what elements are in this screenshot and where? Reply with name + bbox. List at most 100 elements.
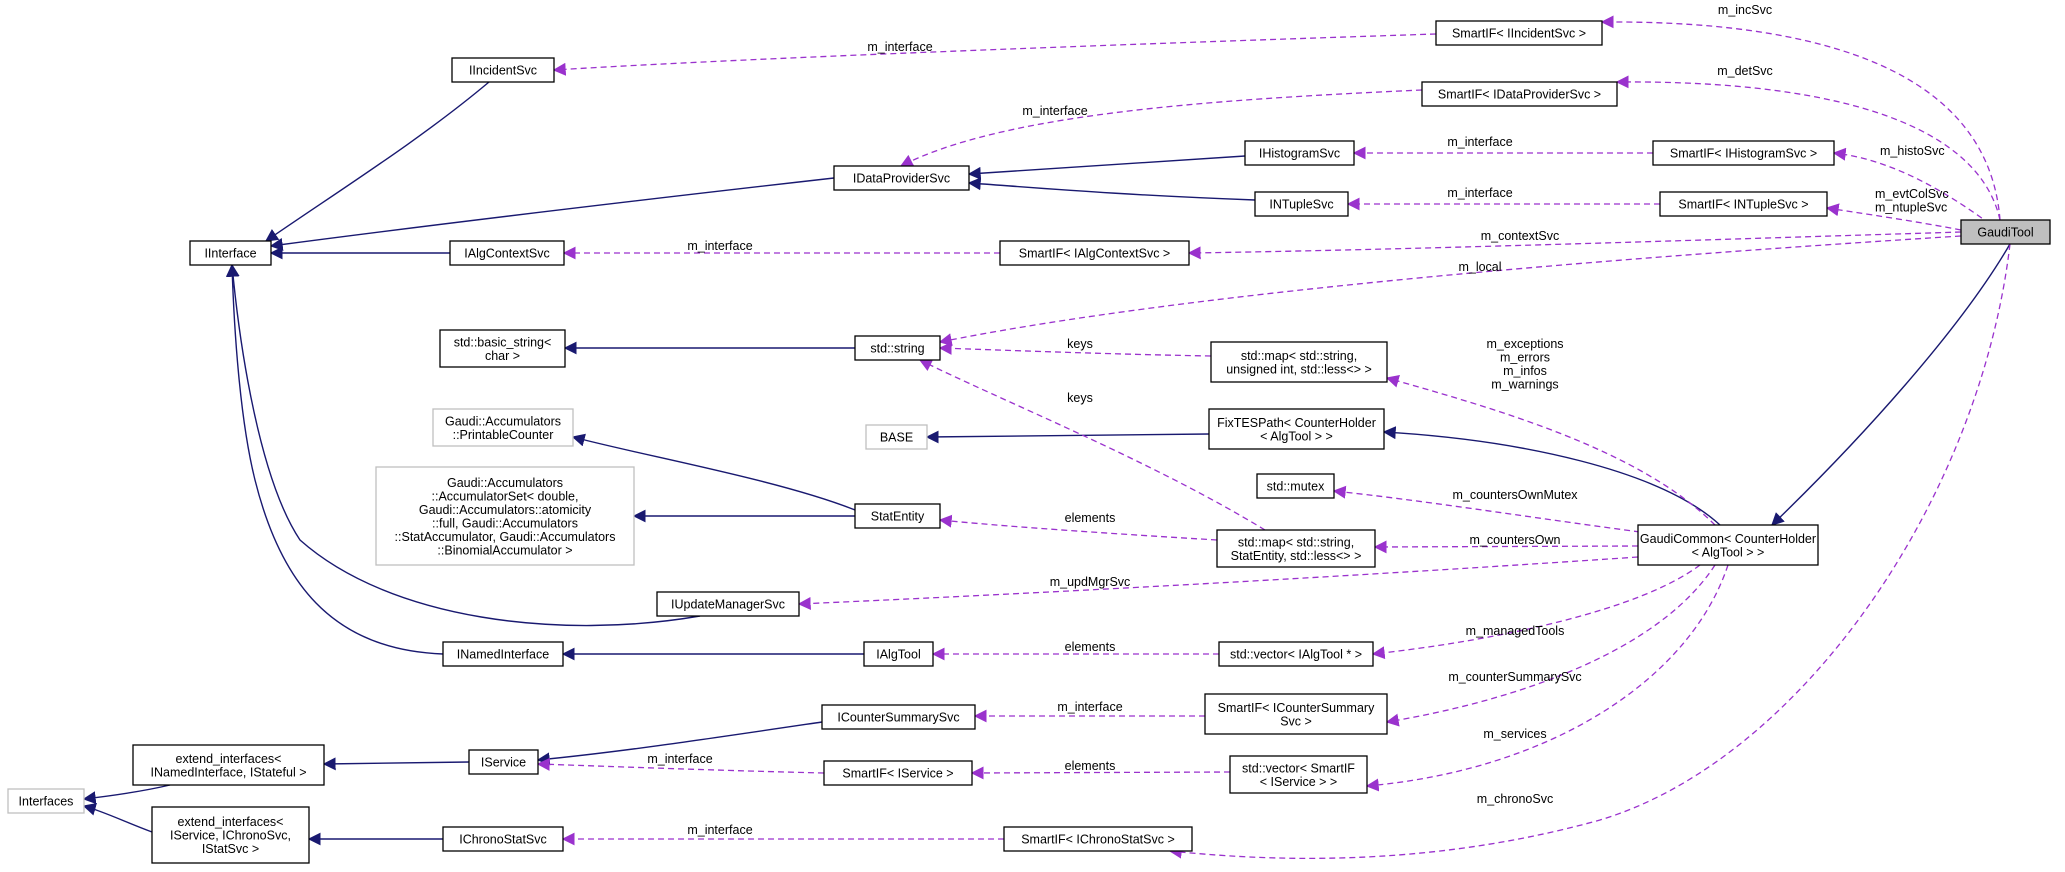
class-node-label-line: std::map< std::string, [1241, 349, 1357, 363]
class-node-label: IDataProviderSvc [853, 172, 950, 186]
class-node-label: Gaudi::Accumulators::PrintableCounter [445, 414, 561, 442]
class-node-ialgcontextsvc[interactable]: IAlgContextSvc [449, 240, 565, 266]
class-node-intuplesvc[interactable]: INTupleSvc [1254, 191, 1349, 217]
class-node-basic-string[interactable]: std::basic_string<char > [439, 329, 566, 368]
class-node-std-string[interactable]: std::string [854, 335, 941, 361]
usage-edge-gauditool-to-smartif-intuplesvc [1825, 203, 1962, 231]
class-node-statentity[interactable]: StatEntity [854, 503, 941, 529]
class-node-box [1256, 473, 1335, 499]
class-node-label-line: GaudiTool [1977, 226, 2033, 240]
class-node-box [821, 704, 976, 730]
class-node-vector-ialgtool[interactable]: std::vector< IAlgTool * > [1218, 641, 1374, 667]
class-node-box [1652, 140, 1835, 166]
edge-label-m-interface-countersummary: m_interface [1057, 700, 1122, 714]
class-node-idataprovidersvc[interactable]: IDataProviderSvc [833, 165, 970, 191]
class-node-ihistogramsvc[interactable]: IHistogramSvc [1244, 140, 1355, 166]
class-node-interfaces[interactable]: Interfaces [7, 788, 85, 814]
class-node-label-line: ::BinomialAccumulator > [437, 543, 572, 557]
class-node-box [189, 240, 272, 266]
class-node-fixtespath[interactable]: FixTESPath< CounterHolder< AlgTool > > [1208, 408, 1385, 450]
class-node-label-line: StatEntity, std::less<> > [1231, 549, 1362, 563]
edge-label-line: m_interface [647, 752, 712, 766]
class-node-box [833, 165, 970, 191]
class-node-label: std::vector< SmartIF< IService > > [1242, 761, 1355, 789]
class-node-box [468, 749, 539, 775]
inheritance-edge-iupdatemanagersvc-to-iinterface [226, 263, 701, 627]
class-node-box [1216, 529, 1376, 568]
class-node-smartif-ichronostatsvc[interactable]: SmartIF< IChronoStatSvc > [1003, 826, 1193, 852]
class-node-label: IService [481, 756, 526, 770]
usage-edge-gaudicommon-to-smartif-icountersummarysvc [1385, 564, 1716, 727]
edge-label-m-incSvc: m_incSvc [1718, 3, 1772, 17]
edge-label-line: m_errors [1500, 351, 1550, 365]
edge-label-line: m_local [1458, 260, 1501, 274]
class-node-iincidentsvc[interactable]: IIncidentSvc [451, 57, 555, 83]
class-node-inamedinterface[interactable]: INamedInterface [442, 641, 564, 667]
class-node-vector-smartif[interactable]: std::vector< SmartIF< IService > > [1229, 755, 1368, 794]
class-node-iupdatemanagersvc[interactable]: IUpdateManagerSvc [656, 591, 800, 617]
edge-label-m-local: m_local [1458, 260, 1501, 274]
edge-label-m-managedTools: m_managedTools [1466, 624, 1565, 638]
class-node-smartif-ihistogramsvc[interactable]: SmartIF< IHistogramSvc > [1652, 140, 1835, 166]
class-node-box [442, 826, 564, 852]
class-node-map-statentity[interactable]: std::map< std::string,StatEntity, std::l… [1216, 529, 1376, 568]
class-node-smartif-idataprovidersvc[interactable]: SmartIF< IDataProviderSvc > [1421, 81, 1618, 107]
class-node-label-line: extend_interfaces< [176, 752, 282, 766]
class-node-label-line: SmartIF< IHistogramSvc > [1670, 147, 1817, 161]
edge-label-m-interface-service: m_interface [647, 752, 712, 766]
class-node-label: IHistogramSvc [1259, 147, 1340, 161]
class-node-label-line: std::map< std::string, [1238, 535, 1354, 549]
edge-label-line: m_interface [1447, 135, 1512, 149]
class-node-ialgtool[interactable]: IAlgTool [863, 641, 934, 667]
class-node-box [1204, 693, 1388, 735]
class-node-iservice[interactable]: IService [468, 749, 539, 775]
class-node-smartif-intuplesvc[interactable]: SmartIF< INTupleSvc > [1659, 191, 1828, 217]
class-node-icountersummarysvc[interactable]: ICounterSummarySvc [821, 704, 976, 730]
class-node-box [823, 760, 973, 786]
class-node-printable-counter[interactable]: Gaudi::Accumulators::PrintableCounter [432, 408, 574, 447]
class-node-iinterface[interactable]: IInterface [189, 240, 272, 266]
class-node-smartif-iservice[interactable]: SmartIF< IService > [823, 760, 973, 786]
class-node-smartif-iincidentsvc[interactable]: SmartIF< IIncidentSvc > [1435, 20, 1603, 46]
class-node-std-mutex[interactable]: std::mutex [1256, 473, 1335, 499]
class-node-base[interactable]: BASE [865, 424, 928, 450]
class-node-label: IInterface [204, 247, 256, 261]
edge-label-line: m_interface [1022, 104, 1087, 118]
class-node-label: std::string [870, 342, 924, 356]
class-node-map-uint[interactable]: std::map< std::string,unsigned int, std:… [1210, 341, 1388, 383]
class-node-label-line: Svc > [1280, 714, 1312, 728]
edge-label-line: elements [1065, 511, 1116, 525]
edge-label-line: m_detSvc [1717, 64, 1773, 78]
class-node-label: ICounterSummarySvc [837, 711, 959, 725]
class-node-gauditool[interactable]: GaudiTool [1960, 219, 2051, 245]
class-node-ichronostatsvc[interactable]: IChronoStatSvc [442, 826, 564, 852]
class-node-box [1208, 408, 1385, 450]
class-node-smartif-ialgcontextsvc[interactable]: SmartIF< IAlgContextSvc > [999, 240, 1190, 266]
class-node-box [375, 466, 635, 566]
class-node-extend-named[interactable]: extend_interfaces<INamedInterface, IStat… [132, 744, 325, 786]
edge-label-m-updMgrSvc: m_updMgrSvc [1050, 575, 1131, 589]
class-node-gaudicommon[interactable]: GaudiCommon< CounterHolder< AlgTool > > [1637, 524, 1819, 566]
class-node-label-line: IDataProviderSvc [853, 172, 950, 186]
class-node-label: Gaudi::Accumulators::AccumulatorSet< dou… [395, 476, 616, 558]
usage-edge-gaudicommon-to-iupdatemanagersvc [797, 556, 1639, 610]
class-node-label-line: std::string [870, 342, 924, 356]
class-node-label-line: Gaudi::Accumulators::atomicity [419, 503, 592, 517]
class-node-label-line: SmartIF< INTupleSvc > [1678, 198, 1808, 212]
class-node-label: SmartIF< IAlgContextSvc > [1019, 247, 1170, 261]
edge-label-line: m_ntupleSvc [1875, 201, 1947, 215]
class-node-label-line: StatEntity [871, 510, 925, 524]
class-node-accumulator-set[interactable]: Gaudi::Accumulators::AccumulatorSet< dou… [375, 466, 635, 566]
class-node-label-line: IHistogramSvc [1259, 147, 1340, 161]
inheritance-edge-fixtespath-to-base [925, 430, 1210, 444]
edge-label-line: keys [1067, 337, 1093, 351]
class-node-extend-service[interactable]: extend_interfaces<IService, IChronoSvc,I… [151, 806, 310, 864]
edge-label-m-detSvc: m_detSvc [1717, 64, 1773, 78]
class-node-box [1637, 524, 1819, 566]
inheritance-edge-extend-named-to-interfaces [82, 784, 171, 805]
class-node-box [151, 806, 310, 864]
edge-label-line: m_interface [867, 40, 932, 54]
